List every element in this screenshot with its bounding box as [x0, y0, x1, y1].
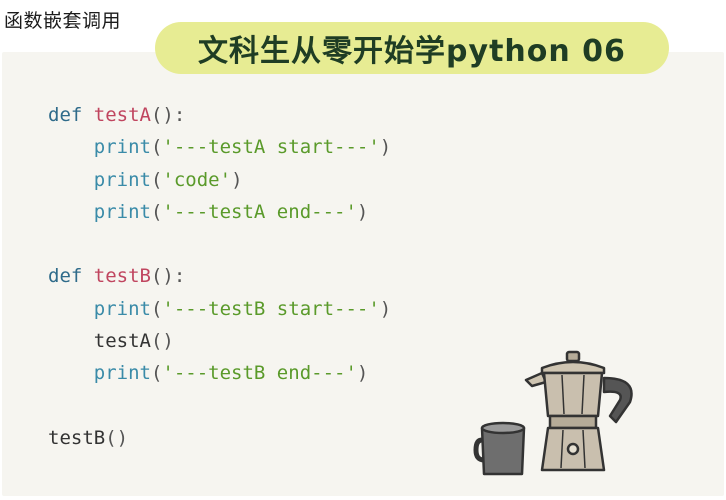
code-token: print [93, 362, 151, 385]
code-line [48, 228, 391, 260]
code-token: '---testA start---' [162, 136, 380, 159]
code-line: testA() [48, 325, 391, 357]
code-token: print [93, 297, 151, 320]
code-token: ) [231, 168, 243, 191]
content-card [2, 52, 724, 496]
code-token: 'code' [162, 168, 232, 191]
section-label: 函数嵌套调用 [4, 10, 122, 32]
code-token: testB [48, 426, 106, 449]
code-token: '---testA end---' [162, 200, 357, 223]
code-token: testA [93, 104, 151, 126]
code-token: print [93, 168, 151, 191]
mug-icon [473, 421, 526, 476]
code-token: (): [150, 265, 186, 288]
code-token: (): [150, 104, 186, 126]
code-token: ( [150, 362, 163, 385]
code-token: () [150, 330, 174, 353]
code-token: ) [356, 200, 369, 223]
moka-pot-icon [524, 350, 633, 472]
code-token: ) [356, 362, 369, 385]
code-token: ( [150, 168, 163, 191]
code-token: def [48, 265, 94, 288]
code-token: () [105, 426, 129, 449]
code-line: print('---testA start---') [48, 131, 391, 163]
code-line: print('---testA end---') [48, 196, 391, 228]
code-token: print [93, 136, 151, 159]
code-token: ( [150, 136, 163, 159]
code-token: testA [93, 330, 151, 353]
code-token [48, 201, 94, 223]
code-token: print [93, 200, 151, 223]
code-token [48, 362, 94, 384]
code-line: def testA(): [48, 99, 391, 131]
title-banner: 文科生从零开始学python 06 [155, 22, 669, 74]
code-line: print('code') [48, 164, 391, 196]
code-token: '---testB start---' [162, 297, 380, 320]
banner-title: 文科生从零开始学python 06 [198, 34, 626, 69]
code-token [48, 169, 94, 191]
code-token: ( [150, 200, 163, 223]
code-block: def testA(): print('---testA start---') … [48, 99, 391, 454]
coffee-illustration [473, 350, 633, 476]
code-token [48, 330, 94, 352]
code-line: print('---testB start---') [48, 293, 391, 325]
code-line: print('---testB end---') [48, 357, 391, 389]
code-token: ) [379, 297, 392, 320]
code-token: testB [93, 265, 151, 288]
code-token: '---testB end---' [162, 362, 357, 385]
code-token: ( [150, 297, 163, 320]
code-token [48, 136, 94, 158]
code-token [48, 298, 94, 320]
code-token: ) [379, 136, 392, 159]
code-line: testB() [48, 422, 391, 454]
code-line [48, 390, 391, 422]
code-line: def testB(): [48, 260, 391, 292]
code-token: def [48, 104, 94, 126]
